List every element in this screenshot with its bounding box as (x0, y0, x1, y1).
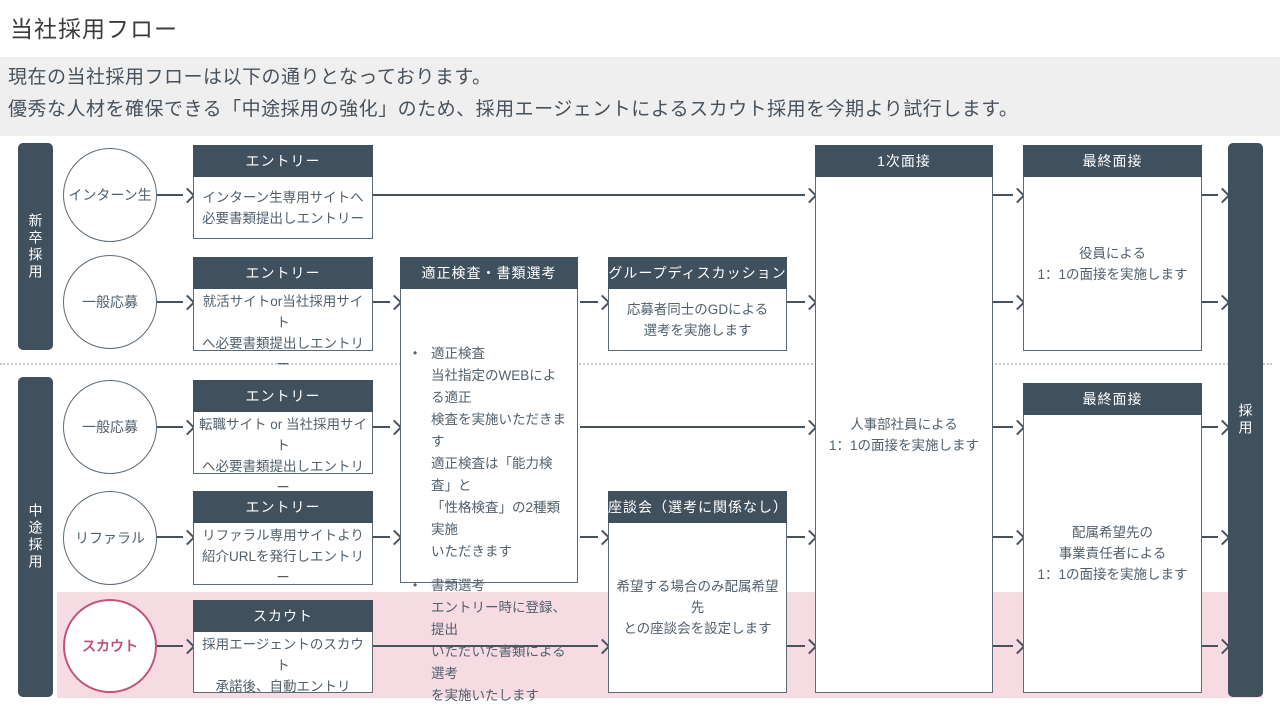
flow-arrow (156, 194, 183, 196)
entry-box-scout-header: スカウト (193, 600, 373, 632)
flow-arrow (156, 645, 183, 647)
roundtable-body: 希望する場合のみ配属希望先 との座談会を設定します (616, 579, 779, 636)
flow-arrow (1202, 536, 1218, 538)
source-circle-scout: スカウト (63, 599, 157, 693)
source-circle-general-newgrad: 一般応募 (63, 255, 157, 349)
flow-arrow (156, 301, 183, 303)
flow-arrow (1202, 301, 1218, 303)
entry-box-general-newgrad: エントリー 就活サイトor当社採用サイト へ必要書類提出しエントリー (193, 257, 373, 372)
flow-arrow (1202, 426, 1218, 428)
screening-bullet-documents-body: エントリー時に登録、提出 いただいた書類による選考 を実施いたします (431, 600, 566, 703)
bullet-icon: • (413, 346, 418, 360)
flow-arrow (787, 645, 805, 647)
intro-line-2: 優秀な人材を確保できる「中途採用の強化」のため、採用エージェントによるスカウト採… (8, 99, 1019, 120)
lane-mid-career: 中途採用 (18, 377, 53, 697)
entry-box-general-newgrad-header: エントリー (193, 257, 373, 289)
entry-box-intern-header: エントリー (193, 145, 373, 177)
flow-arrow (373, 426, 390, 428)
entry-box-intern: エントリー インターン生専用サイトへ 必要書類提出しエントリー (193, 145, 373, 239)
screening-box-header: 適正検査・書類選考 (400, 257, 578, 289)
flow-arrow (1202, 645, 1218, 647)
entry-box-general-midcareer-body: 転職サイト or 当社採用サイト へ必要書類提出しエントリー (198, 417, 367, 495)
lane-hired-label: 採用 (1237, 403, 1254, 437)
flow-arrow (787, 536, 805, 538)
group-discussion-box: グループディスカッション 応募者同士のGDによる 選考を実施します (608, 257, 787, 351)
final-interview-top-box: 最終面接 役員による 1：1の面接を実施します (1023, 145, 1202, 351)
final-interview-bottom-header: 最終面接 (1023, 383, 1202, 415)
bullet-icon: • (413, 578, 418, 592)
flow-arrow (373, 301, 390, 303)
first-interview-box: 1次面接 人事部社員による 1：1の面接を実施します (815, 145, 993, 693)
entry-box-referral: エントリー リファラル専用サイトより 紹介URLを発行しエントリー (193, 491, 373, 585)
group-discussion-header: グループディスカッション (608, 257, 787, 289)
entry-box-general-newgrad-body: 就活サイトor当社採用サイト へ必要書類提出しエントリー (202, 294, 364, 372)
lane-mid-career-label: 中途採用 (27, 503, 44, 571)
final-interview-top-header: 最終面接 (1023, 145, 1202, 177)
first-interview-header: 1次面接 (815, 145, 993, 177)
flow-arrow (787, 301, 805, 303)
flow-arrow (373, 645, 598, 647)
flow-arrow (993, 645, 1013, 647)
flow-arrow (1202, 194, 1218, 196)
screening-bullet-aptitude: • 適正検査 当社指定のWEBによる適正 検査を実施いただきます 適正検査は「能… (413, 343, 567, 563)
screening-bullet-aptitude-title: 適正検査 (431, 346, 485, 361)
final-interview-bottom-body: 配属希望先の 事業責任者による 1：1の面接を実施します (1037, 525, 1188, 582)
screening-box-body: • 適正検査 当社指定のWEBによる適正 検査を実施いただきます 適正検査は「能… (401, 289, 577, 719)
section-divider-dotted (0, 363, 1272, 365)
source-circle-referral: リファラル (63, 491, 157, 585)
screening-bullet-documents-title: 書類選考 (431, 578, 485, 593)
source-circle-intern: インターン生 (63, 148, 157, 242)
lane-hired: 採用 (1228, 143, 1263, 697)
intro-banner: 現在の当社採用フローは以下の通りとなっております。 優秀な人材を確保できる「中途… (0, 57, 1280, 136)
entry-box-scout: スカウト 採用エージェントのスカウト 承諾後、自動エントリ (193, 600, 373, 694)
entry-box-referral-header: エントリー (193, 491, 373, 523)
entry-box-scout-body: 採用エージェントのスカウト 承諾後、自動エントリ (202, 637, 364, 694)
flow-arrow (993, 536, 1013, 538)
flow-arrow (993, 426, 1013, 428)
screening-bullet-documents: • 書類選考 エントリー時に登録、提出 いただいた書類による選考 を実施いたしま… (413, 575, 567, 707)
flow-arrow (993, 194, 1013, 196)
intro-line-1: 現在の当社採用フローは以下の通りとなっております。 (8, 67, 492, 88)
entry-box-general-midcareer-header: エントリー (193, 380, 373, 412)
flow-arrow (580, 536, 598, 538)
entry-box-general-midcareer: エントリー 転職サイト or 当社採用サイト へ必要書類提出しエントリー (193, 380, 373, 495)
entry-box-intern-body: インターン生専用サイトへ 必要書類提出しエントリー (202, 189, 364, 226)
final-interview-bottom-box: 最終面接 配属希望先の 事業責任者による 1：1の面接を実施します (1023, 383, 1202, 693)
roundtable-header: 座談会（選考に関係なし） (608, 491, 787, 523)
flow-arrow (156, 426, 183, 428)
source-circle-general-midcareer: 一般応募 (63, 380, 157, 474)
page-title: 当社採用フロー (10, 16, 178, 42)
flow-arrow (373, 194, 805, 196)
flow-arrow (580, 301, 598, 303)
flow-arrow (993, 301, 1013, 303)
entry-box-referral-body: リファラル専用サイトより 紹介URLを発行しエントリー (201, 528, 364, 585)
group-discussion-body: 応募者同士のGDによる 選考を実施します (626, 301, 769, 338)
flow-arrow (580, 426, 805, 428)
final-interview-top-body: 役員による 1：1の面接を実施します (1037, 245, 1188, 282)
roundtable-box: 座談会（選考に関係なし） 希望する場合のみ配属希望先 との座談会を設定します (608, 491, 787, 693)
lane-new-grad: 新卒採用 (18, 143, 53, 350)
first-interview-body: 人事部社員による 1：1の面接を実施します (828, 416, 980, 453)
flow-arrow (373, 536, 390, 538)
lane-new-grad-label: 新卒採用 (27, 212, 44, 281)
screening-bullet-aptitude-body: 当社指定のWEBによる適正 検査を実施いただきます 適正検査は「能力検査」と 「… (431, 368, 566, 559)
screening-box: 適正検査・書類選考 • 適正検査 当社指定のWEBによる適正 検査を実施いただき… (400, 257, 578, 703)
flow-arrow (156, 536, 183, 538)
